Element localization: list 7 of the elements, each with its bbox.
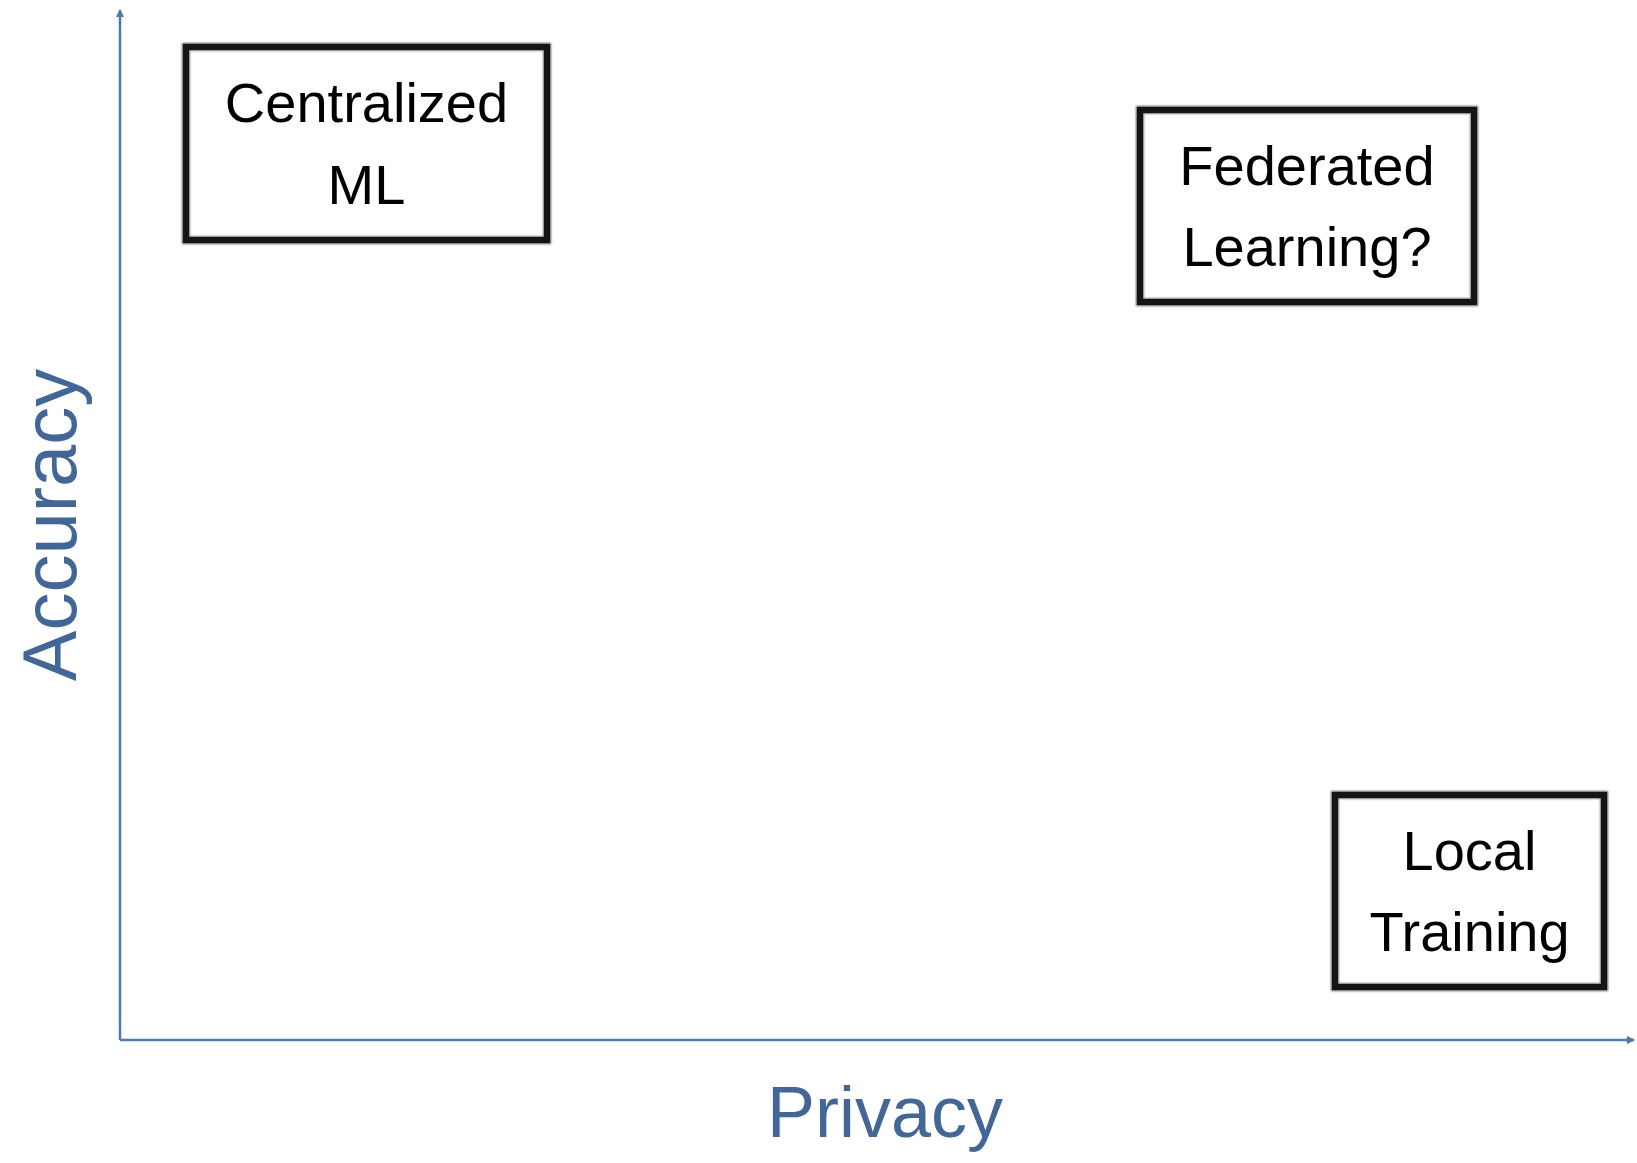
quadrant-box [1332,792,1607,990]
box-label: Centralized ML [223,70,510,218]
box-label: Local Training [1368,817,1571,965]
quadrant-box [1137,107,1477,305]
box-label: Federated Learning? [1178,132,1436,280]
quadrant-box [183,44,550,243]
x-axis-title: Privacy [767,1070,1003,1154]
